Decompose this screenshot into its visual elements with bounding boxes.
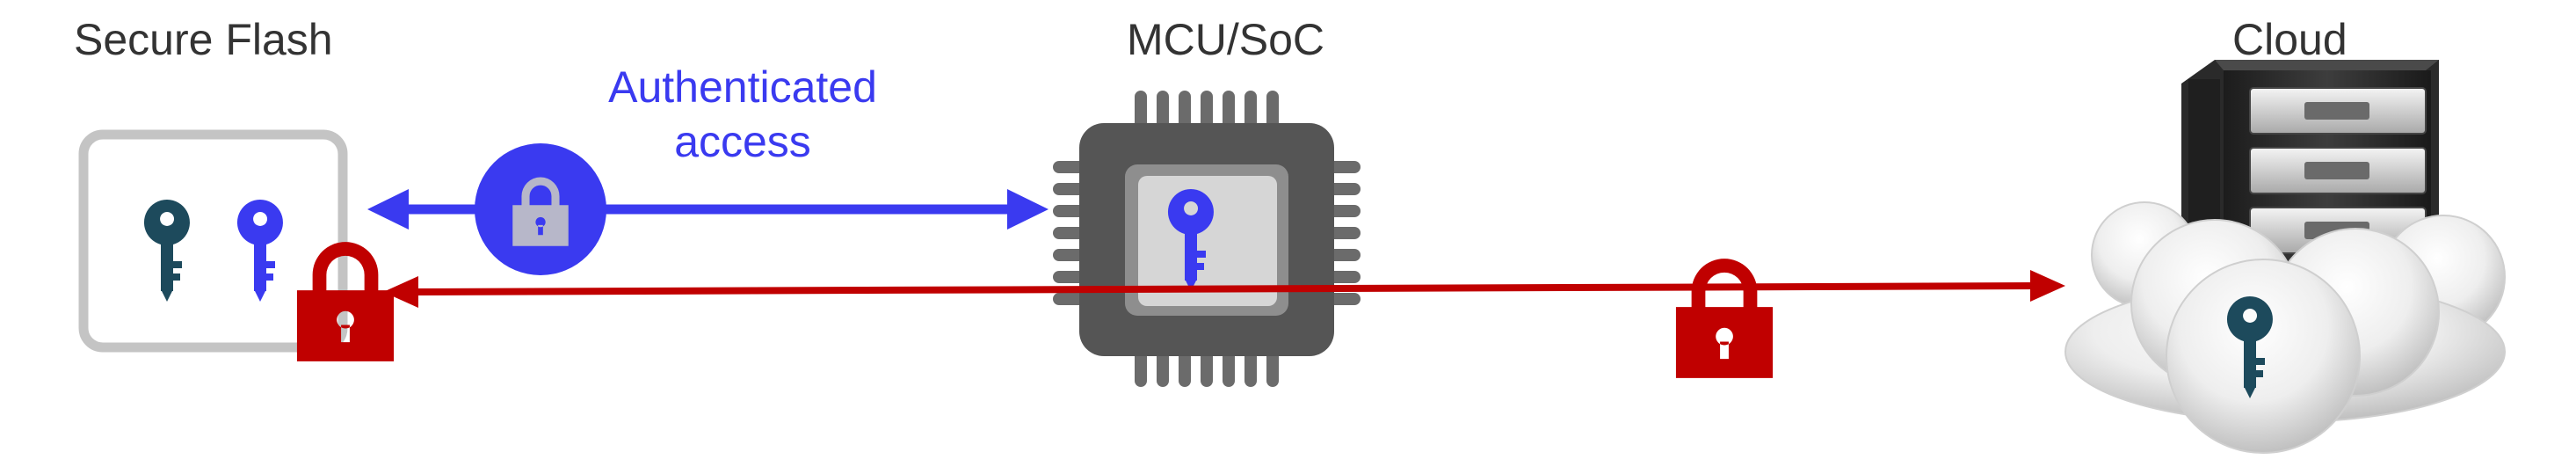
cloud-label: Cloud: [2232, 15, 2347, 64]
secure-flash-label: Secure Flash: [74, 15, 333, 64]
mcu-soc-label: MCU/SoC: [1127, 15, 1325, 64]
encrypted-channel-arrow: [383, 270, 2065, 308]
mcu-chip-icon: [1053, 91, 1361, 387]
authenticated-access-label: Authenticated access: [576, 60, 910, 169]
authenticated-access-arrow: [367, 189, 1049, 230]
blue-padlock-icon: [475, 143, 606, 275]
cloud-icon: [2064, 201, 2506, 454]
authenticated-label-line1: Authenticated: [608, 62, 877, 112]
red-padlock-icon-channel: [1676, 259, 1773, 378]
authenticated-label-line2: access: [674, 117, 811, 166]
secure-flash-box: [78, 129, 348, 353]
